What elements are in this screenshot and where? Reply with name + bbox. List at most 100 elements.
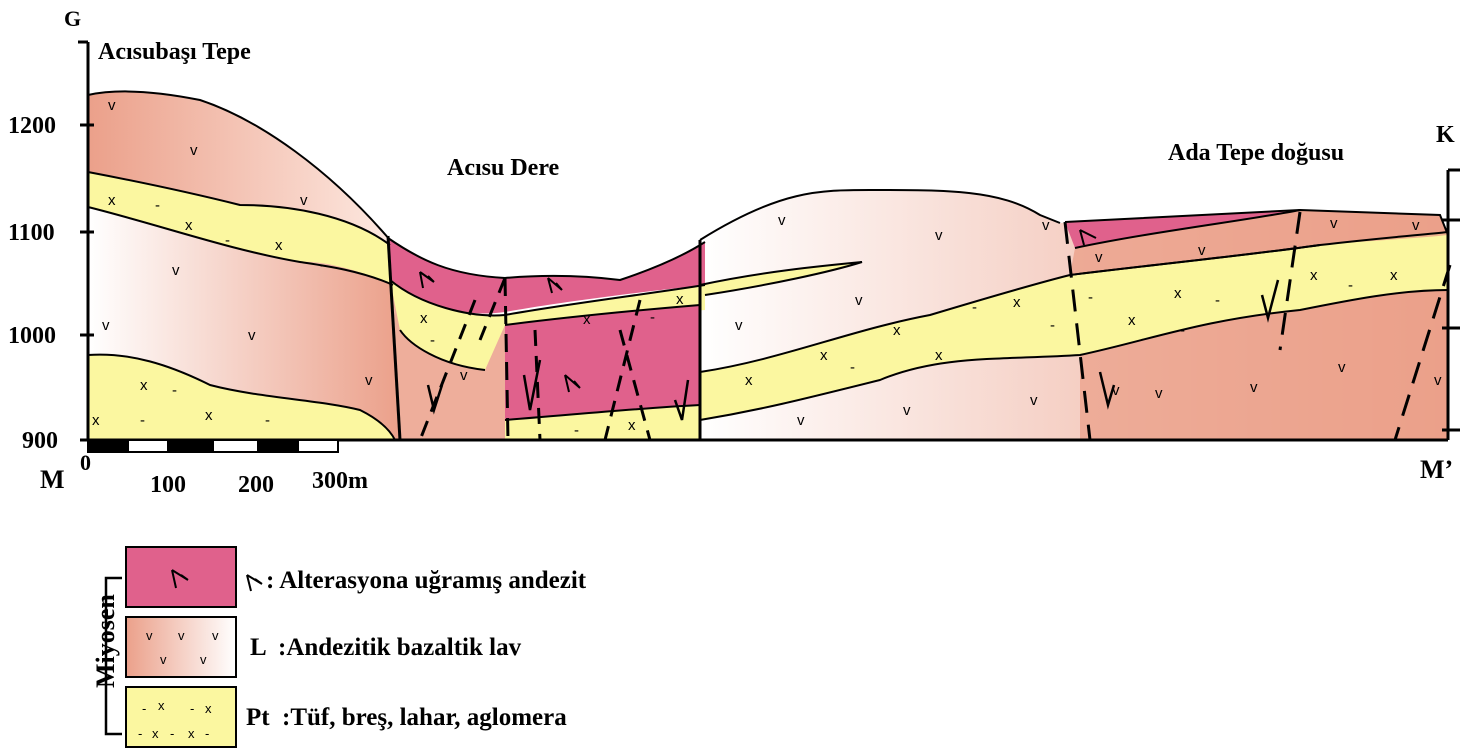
svg-text:-: -	[972, 299, 977, 316]
svg-text:x: x	[188, 726, 195, 741]
scale-200: 200	[238, 472, 274, 498]
svg-text:x: x	[205, 407, 213, 424]
svg-text:v: v	[102, 317, 110, 334]
svg-text:x: x	[420, 310, 428, 327]
svg-text:v: v	[1412, 217, 1420, 234]
svg-text:v: v	[1198, 242, 1206, 259]
place-right: Ada Tepe doğusu	[1168, 140, 1344, 166]
svg-text:v: v	[1155, 385, 1163, 402]
svg-text:x: x	[1310, 267, 1318, 284]
svg-text:v: v	[190, 142, 198, 159]
svg-text:-: -	[650, 309, 655, 326]
svg-text:x: x	[152, 726, 159, 741]
svg-text:v: v	[1042, 217, 1050, 234]
place-valley: Acısu Dere	[447, 155, 560, 181]
svg-text:x: x	[1174, 285, 1182, 302]
svg-text:-: -	[190, 701, 194, 716]
svg-text:v: v	[735, 317, 743, 334]
svg-text:v: v	[200, 652, 207, 667]
svg-text:v: v	[855, 292, 863, 309]
svg-text:x: x	[140, 377, 148, 394]
end-label: M’	[1420, 455, 1453, 484]
legend-swatch-andesite	[126, 547, 236, 607]
scale-300m: 300m	[312, 468, 368, 494]
svg-text:-: -	[142, 701, 146, 716]
svg-text:x: x	[745, 372, 753, 389]
legend-item-lava: :Andezitik bazaltik lav	[278, 634, 522, 661]
svg-text:x: x	[820, 347, 828, 364]
svg-text:v: v	[248, 327, 256, 344]
svg-text:v: v	[178, 628, 185, 643]
place-left: Acısubaşı Tepe	[98, 39, 251, 65]
svg-text:-: -	[1180, 322, 1185, 339]
svg-text:v: v	[797, 412, 805, 429]
svg-text:v: v	[300, 192, 308, 209]
svg-text:x: x	[676, 291, 684, 308]
svg-text:v: v	[1338, 359, 1346, 376]
legend-code-tuff: Pt	[246, 704, 270, 731]
scale-100: 100	[150, 472, 186, 498]
svg-text:-: -	[565, 309, 570, 326]
svg-text:-: -	[1215, 292, 1220, 309]
tick-label-1000: 1000	[8, 323, 56, 349]
svg-text:-: -	[574, 422, 579, 439]
svg-text:-: -	[850, 359, 855, 376]
svg-text:v: v	[108, 97, 116, 114]
svg-text:-: -	[170, 726, 174, 741]
svg-text:-: -	[205, 726, 209, 741]
svg-text:v: v	[1250, 379, 1258, 396]
svg-text:-: -	[430, 332, 435, 349]
svg-text:-: -	[265, 412, 270, 429]
svg-text:x: x	[185, 217, 193, 234]
svg-text:x: x	[108, 192, 116, 209]
svg-text:v: v	[1434, 372, 1442, 389]
legend-swatch-lava	[126, 617, 236, 677]
start-label: M	[40, 465, 65, 494]
scale-bar	[88, 440, 338, 452]
svg-text:-: -	[1088, 289, 1093, 306]
tick-label-1200: 1200	[8, 113, 56, 139]
end-letter: K	[1436, 122, 1455, 148]
scale-0: 0	[80, 450, 91, 475]
svg-text:-: -	[1050, 317, 1055, 334]
legend-swatch-tuff	[126, 687, 236, 747]
svg-text:-: -	[172, 382, 177, 399]
tick-label-900: 900	[22, 428, 58, 454]
svg-text:v: v	[1095, 249, 1103, 266]
svg-text:x: x	[1390, 267, 1398, 284]
legend-code-lava: L	[250, 634, 267, 661]
svg-text:-: -	[138, 726, 142, 741]
svg-text:-: -	[225, 232, 230, 249]
svg-text:v: v	[778, 212, 786, 229]
svg-text:x: x	[1013, 294, 1021, 311]
svg-text:x: x	[275, 237, 283, 254]
svg-text:v: v	[212, 628, 219, 643]
svg-text:x: x	[92, 412, 100, 429]
svg-text:x: x	[628, 417, 636, 434]
svg-text:x: x	[205, 701, 212, 716]
svg-text:v: v	[365, 372, 373, 389]
svg-text:x: x	[893, 322, 901, 339]
svg-text:x: x	[935, 347, 943, 364]
legend-item-tuff: :Tüf, breş, lahar, aglomera	[282, 704, 567, 731]
svg-text:-: -	[140, 412, 145, 429]
andesite-symbol-icon	[247, 575, 262, 591]
tick-label-1100: 1100	[8, 220, 55, 246]
svg-text:v: v	[172, 262, 180, 279]
svg-text:v: v	[460, 367, 468, 384]
svg-text:-: -	[155, 197, 160, 214]
svg-text:v: v	[146, 628, 153, 643]
svg-text:x: x	[158, 698, 165, 713]
svg-text:v: v	[160, 652, 167, 667]
svg-text:v: v	[935, 227, 943, 244]
legend-item-andesite: : Alterasyona uğramış andezit	[266, 567, 587, 594]
svg-text:v: v	[1330, 215, 1338, 232]
svg-text:-: -	[1348, 277, 1353, 294]
svg-text:-: -	[320, 257, 325, 274]
svg-text:v: v	[1030, 392, 1038, 409]
svg-text:x: x	[1128, 312, 1136, 329]
start-letter: G	[64, 6, 81, 31]
svg-text:x: x	[583, 311, 591, 328]
